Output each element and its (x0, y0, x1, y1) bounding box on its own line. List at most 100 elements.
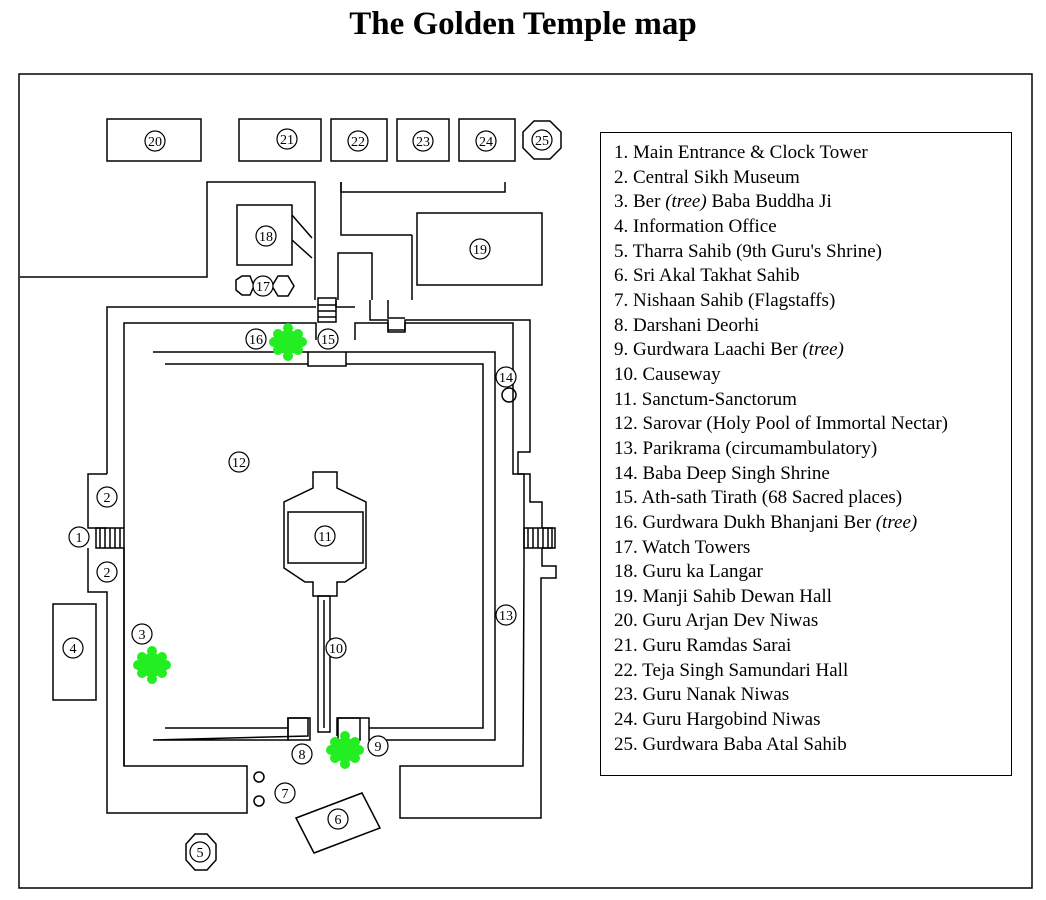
legend-number: 15. (614, 487, 638, 509)
legend-number: 6. (614, 265, 629, 287)
legend-text: Parikrama (circumambulatory) (642, 437, 878, 459)
legend-number: 5. (614, 240, 629, 262)
marker-label: 2 (104, 491, 111, 506)
marker-circle (495, 366, 517, 388)
legend-number: 12. (614, 413, 638, 435)
watch-tower-right (271, 275, 295, 297)
marker-24: 24 (475, 130, 497, 152)
legend-italic: (tree) (802, 339, 844, 361)
legend-text: Sanctum-Sanctorum (641, 388, 797, 410)
marker-label: 12 (232, 456, 246, 471)
legend-item: 16. Gurdwara Dukh Bhanjani Ber (tree) (614, 511, 1011, 536)
legend-text: Gurdwara Laachi Ber (633, 339, 803, 361)
legend-number: 20. (614, 610, 638, 632)
marker-circle (62, 637, 84, 659)
marker-label: 24 (479, 135, 493, 150)
parikrama-inner (123, 322, 525, 767)
causeway (317, 595, 331, 733)
flagstaff-1 (253, 771, 265, 783)
marker-circle (255, 225, 277, 247)
legend-item: 12. Sarovar (Holy Pool of Immortal Necta… (614, 412, 1011, 437)
marker-label: 5 (197, 846, 204, 861)
legend-number: 19. (614, 585, 638, 607)
marker-circle (131, 623, 153, 645)
marker-label: 6 (335, 813, 342, 828)
legend-text: Gurdwara Dukh Bhanjani Ber (642, 511, 876, 533)
marker-circle (228, 451, 250, 473)
legend-item: 9. Gurdwara Laachi Ber (tree) (614, 338, 1011, 363)
marker-16: 16 (245, 328, 267, 350)
marker-circle (189, 841, 211, 863)
map-frame (18, 73, 1033, 889)
marker-circle (469, 238, 491, 260)
legend-item: 4. Information Office (614, 215, 1011, 240)
legend-item: 2. Central Sikh Museum (614, 166, 1011, 191)
legend-text: Main Entrance & Clock Tower (633, 142, 868, 163)
marker-23: 23 (412, 130, 434, 152)
marker-label: 22 (351, 135, 365, 150)
legend-text: Ath-sath Tirath (68 Sacred places) (641, 487, 903, 509)
legend-number: 16. (614, 511, 638, 533)
marker-label: 20 (148, 135, 162, 150)
marker-circle (144, 130, 166, 152)
marker-circle (412, 130, 434, 152)
marker-label: 19 (473, 243, 487, 258)
ath-sath-tirath (307, 351, 347, 367)
legend-text: Sarovar (Holy Pool of Immortal Nectar) (642, 413, 949, 435)
marker-4: 4 (62, 637, 84, 659)
marker-18: 18 (255, 225, 277, 247)
legend-number: 18. (614, 561, 638, 583)
building-20 (106, 118, 202, 162)
marker-circle (317, 328, 339, 350)
marker-circle (347, 130, 369, 152)
marker-circle (96, 486, 118, 508)
legend-number: 23. (614, 684, 638, 706)
legend-text: Guru ka Langar (642, 561, 763, 583)
legend-number: 17. (614, 536, 638, 558)
langar-complex-wall (20, 181, 316, 300)
legend-text: Ber (633, 191, 666, 213)
legend-item: 20. Guru Arjan Dev Niwas (614, 609, 1011, 634)
marker-5: 5 (189, 841, 211, 863)
marker-1: 1 (68, 526, 90, 548)
legend-text: Nishaan Sahib (Flagstaffs) (633, 289, 836, 311)
building-4 (52, 603, 97, 701)
legend-text: Darshani Deorhi (633, 314, 760, 336)
watch-tower-left (235, 275, 255, 296)
legend-item: 7. Nishaan Sahib (Flagstaffs) (614, 289, 1011, 314)
legend-number: 22. (614, 659, 638, 681)
legend-italic: (tree) (875, 511, 918, 533)
marker-circle (475, 130, 497, 152)
building-21 (238, 118, 322, 162)
legend-item: 13. Parikrama (circumambulatory) (614, 437, 1011, 462)
marker-label: 10 (329, 642, 343, 657)
legend-text: Manji Sahib Dewan Hall (642, 585, 832, 607)
marker-circle (327, 808, 349, 830)
legend-number: 4. (614, 215, 629, 237)
legend-italic: (tree) (665, 191, 707, 213)
sanctum-outer (283, 471, 367, 597)
marker-22: 22 (347, 130, 369, 152)
marker-15: 15 (317, 328, 339, 350)
marker-2: 2 (96, 561, 118, 583)
marker-circle (291, 743, 313, 765)
marker-label: 21 (280, 133, 294, 148)
legend-text: Teja Singh Samundari Hall (642, 659, 849, 681)
marker-circle (252, 275, 274, 297)
marker-9: 9 (367, 735, 389, 757)
marker-10: 10 (325, 637, 347, 659)
marker-12: 12 (228, 451, 250, 473)
legend-number: 21. (614, 635, 638, 657)
marker-6: 6 (327, 808, 349, 830)
legend-text: Baba Deep Singh Shrine (642, 462, 830, 484)
marker-25: 25 (531, 129, 553, 151)
legend-item: 11. Sanctum-Sanctorum (614, 388, 1011, 413)
legend-number: 13. (614, 437, 638, 459)
marker-label: 9 (375, 740, 382, 755)
legend-number: 9. (614, 339, 629, 361)
marker-14: 14 (495, 366, 517, 388)
building-25 (522, 120, 562, 160)
legend-text: Guru Nanak Niwas (642, 684, 790, 706)
